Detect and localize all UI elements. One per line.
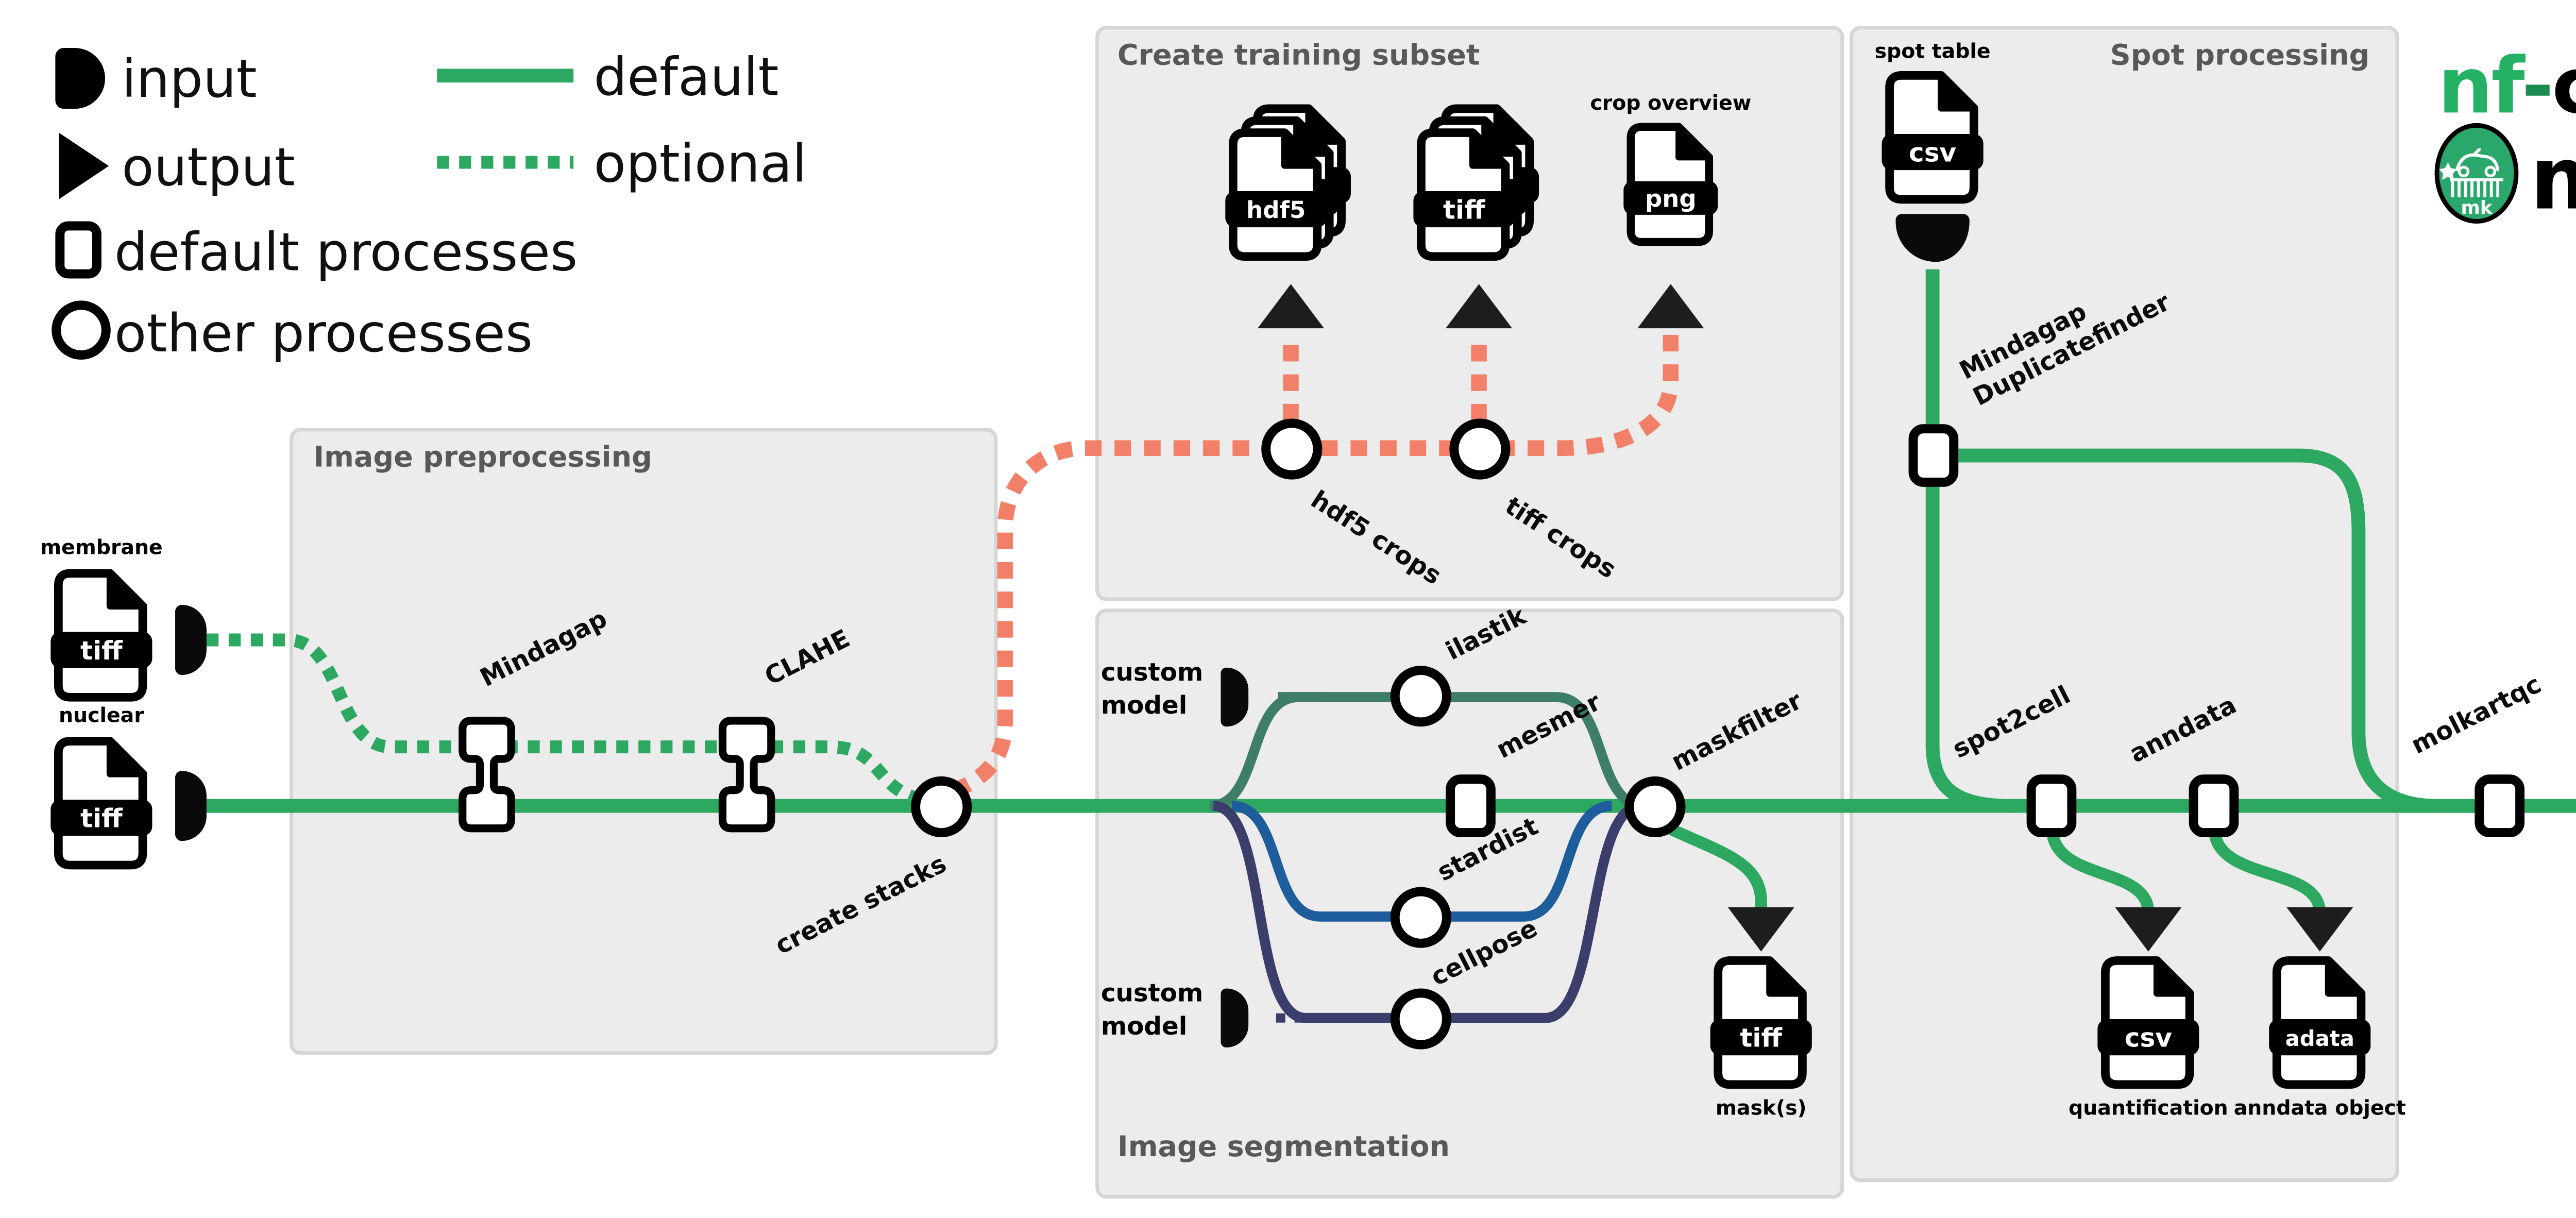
svg-text:tiff: tiff bbox=[80, 635, 123, 666]
legend-output-icon bbox=[59, 132, 109, 199]
hdf5-crops-output-arrow bbox=[1258, 284, 1324, 329]
legend-output-label: output bbox=[122, 137, 295, 198]
legend-default-processes-label: default processes bbox=[114, 222, 578, 283]
anndata-object-output-arrow bbox=[2286, 907, 2353, 952]
crop-overview-output-arrow bbox=[1637, 284, 1704, 329]
hyphen-text: - bbox=[2521, 40, 2554, 131]
hdf5-crops-file-icon: hdf5 bbox=[1225, 103, 1352, 262]
spot-table-csv-file-icon: csv bbox=[1881, 70, 1984, 205]
core-text: core/ bbox=[2552, 41, 2576, 131]
tiff-crops-output-arrow bbox=[1446, 284, 1513, 329]
masks-tiff-file-icon: tiff bbox=[1709, 955, 1812, 1090]
membrane-label: membrane bbox=[40, 535, 163, 560]
nuclear-tiff-file-icon: tiff bbox=[50, 736, 153, 870]
legend-input-icon bbox=[55, 48, 106, 109]
molkart-badge-icon: mk bbox=[2434, 123, 2519, 224]
masks-label: mask(s) bbox=[1715, 1096, 1807, 1121]
duplicatefinder-process-icon bbox=[1907, 424, 1958, 487]
svg-text:csv: csv bbox=[2125, 1022, 2172, 1053]
anndata-object-adata-file-icon: adata bbox=[2268, 955, 2371, 1090]
anndata-process-icon bbox=[2188, 774, 2238, 838]
custom-model-bottom-input-icon bbox=[1221, 988, 1249, 1048]
membrane-tiff-file-icon: tiff bbox=[50, 568, 153, 702]
svg-text:tiff: tiff bbox=[80, 803, 123, 834]
quantification-label: quantification bbox=[2069, 1096, 2228, 1121]
masks-output-arrow bbox=[1727, 907, 1794, 952]
svg-text:adata: adata bbox=[2285, 1026, 2354, 1051]
svg-text:hdf5: hdf5 bbox=[1246, 196, 1306, 224]
spot-table-label: spot table bbox=[1874, 39, 1991, 64]
nuclear-label: nuclear bbox=[59, 703, 144, 728]
molkartqc-process-icon bbox=[2473, 774, 2524, 838]
membrane-input-icon bbox=[175, 605, 207, 675]
legend-default-process-icon bbox=[55, 221, 101, 279]
nf-core-wordmark: nf-core/ bbox=[2438, 41, 2576, 131]
quantification-output-arrow bbox=[2115, 907, 2182, 952]
anndata-object-label: anndata object bbox=[2233, 1096, 2406, 1121]
badge-mk-text: mk bbox=[2461, 197, 2493, 218]
molkart-wordmark: molkart bbox=[2530, 129, 2576, 231]
custom-model-bottom-label: custom model bbox=[1100, 979, 1204, 1041]
custom-model-top-input-icon bbox=[1221, 667, 1249, 727]
crop-overview-label: crop overview bbox=[1590, 91, 1752, 115]
svg-text:tiff: tiff bbox=[1740, 1022, 1783, 1053]
tiff-crops-file-icon: tiff bbox=[1413, 103, 1540, 262]
mindagap-process-icon bbox=[459, 717, 515, 833]
custom-model-top-label: custom model bbox=[1100, 658, 1204, 720]
nuclear-input-icon bbox=[175, 771, 207, 841]
svg-text:tiff: tiff bbox=[1443, 195, 1485, 225]
spot2cell-process-icon bbox=[2025, 774, 2076, 838]
mesmer-process-icon bbox=[1445, 774, 1495, 838]
box-image-segmentation bbox=[1095, 608, 1844, 1199]
quantification-csv-file-icon: csv bbox=[2097, 955, 2200, 1090]
legend-default-line-label: default bbox=[594, 47, 779, 108]
legend-optional-line-label: optional bbox=[594, 133, 807, 195]
clahe-process-icon bbox=[718, 717, 775, 833]
nf-text: nf bbox=[2437, 40, 2523, 131]
svg-text:csv: csv bbox=[1909, 137, 1956, 167]
legend-input-label: input bbox=[122, 48, 257, 110]
legend-other-processes-label: other processes bbox=[114, 303, 533, 364]
svg-text:png: png bbox=[1645, 184, 1697, 212]
title-spot-processing: Spot processing bbox=[2110, 39, 2370, 72]
title-image-segmentation: Image segmentation bbox=[1117, 1130, 1450, 1164]
title-image-preprocessing: Image preprocessing bbox=[313, 441, 652, 474]
title-create-training-subset: Create training subset bbox=[1117, 39, 1480, 72]
crop-overview-png-file-icon: png bbox=[1623, 122, 1719, 247]
